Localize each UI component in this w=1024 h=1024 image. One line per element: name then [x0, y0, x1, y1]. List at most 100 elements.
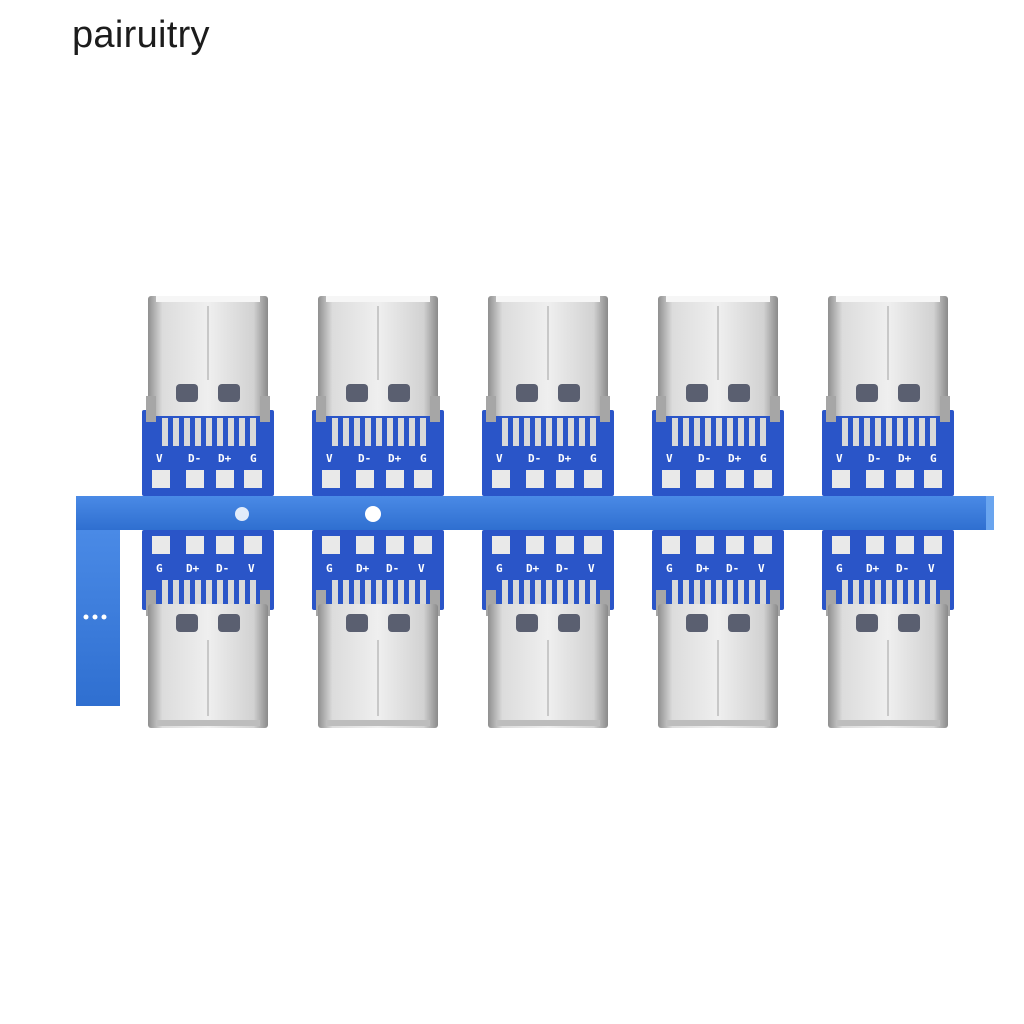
pad-label: D+ [696, 562, 710, 575]
pin [387, 418, 393, 446]
bracket [600, 590, 610, 616]
solder-pad [414, 536, 432, 554]
pin [228, 580, 234, 608]
pad-label: V [836, 452, 843, 465]
bracket [260, 590, 270, 616]
pad-label: V [326, 452, 333, 465]
bracket [600, 396, 610, 422]
solder-pad [556, 536, 574, 554]
pin [502, 418, 508, 446]
latch-tab [388, 384, 410, 402]
solder-pad [556, 470, 574, 488]
pad-label: D- [528, 452, 541, 465]
pad-label: V [248, 562, 255, 575]
pin [420, 418, 426, 446]
solder-pad [832, 536, 850, 554]
pin [206, 580, 212, 608]
pad-label: D- [726, 562, 739, 575]
pin [875, 580, 881, 608]
pin [343, 580, 349, 608]
pin [886, 418, 892, 446]
pin [365, 418, 371, 446]
bracket [940, 396, 950, 422]
solder-pad [152, 536, 170, 554]
pin [579, 580, 585, 608]
rail-dot [101, 614, 107, 620]
pin [760, 418, 766, 446]
bracket [260, 396, 270, 422]
latch-tab [346, 384, 368, 402]
pin [672, 580, 678, 608]
pad-label: G [760, 452, 767, 465]
pad-label: G [496, 562, 503, 575]
pin [343, 418, 349, 446]
pad-label: G [590, 452, 597, 465]
pin [930, 580, 936, 608]
pin [749, 580, 755, 608]
pin [524, 418, 530, 446]
pin [250, 580, 256, 608]
solder-pad [356, 536, 374, 554]
solder-pad [526, 536, 544, 554]
pin [184, 580, 190, 608]
pad-label: D- [216, 562, 229, 575]
pin [716, 418, 722, 446]
pin [535, 580, 541, 608]
pin [217, 580, 223, 608]
pin [206, 418, 212, 446]
pad-label: V [496, 452, 503, 465]
pin [908, 580, 914, 608]
pad-label: V [666, 452, 673, 465]
pad-label: D+ [558, 452, 572, 465]
bracket [940, 590, 950, 616]
latch-tab [516, 384, 538, 402]
pin [376, 580, 382, 608]
pad-label: D+ [186, 562, 200, 575]
pin [217, 418, 223, 446]
pin [683, 418, 689, 446]
pad-label: G [156, 562, 163, 575]
pin [694, 418, 700, 446]
bracket [656, 396, 666, 422]
solder-pad [696, 536, 714, 554]
pin [590, 580, 596, 608]
latch-tab [388, 614, 410, 632]
pin [705, 418, 711, 446]
latch-tab [856, 614, 878, 632]
pin [195, 580, 201, 608]
pin [919, 580, 925, 608]
latch-tab [558, 614, 580, 632]
pin [842, 580, 848, 608]
pin [184, 418, 190, 446]
pin [250, 418, 256, 446]
solder-pad [584, 536, 602, 554]
pin [919, 418, 925, 446]
latch-tab [898, 384, 920, 402]
pin [568, 418, 574, 446]
pad-label: G [930, 452, 937, 465]
solder-pad [866, 536, 884, 554]
pin [502, 580, 508, 608]
pin [897, 580, 903, 608]
pad-label: D+ [526, 562, 540, 575]
pin [365, 580, 371, 608]
watermark-text: pairuitry [72, 14, 210, 56]
pin [239, 418, 245, 446]
pad-label: G [666, 562, 673, 575]
latch-tab [728, 384, 750, 402]
latch-tab [218, 614, 240, 632]
pin [568, 580, 574, 608]
pin [557, 418, 563, 446]
pin [738, 580, 744, 608]
pad-label: D- [358, 452, 371, 465]
bracket [656, 590, 666, 616]
solder-pad [216, 470, 234, 488]
pin [398, 580, 404, 608]
pad-label: D- [188, 452, 201, 465]
solder-pad [244, 536, 262, 554]
latch-tab [728, 614, 750, 632]
latch-tab [686, 384, 708, 402]
pin [853, 580, 859, 608]
